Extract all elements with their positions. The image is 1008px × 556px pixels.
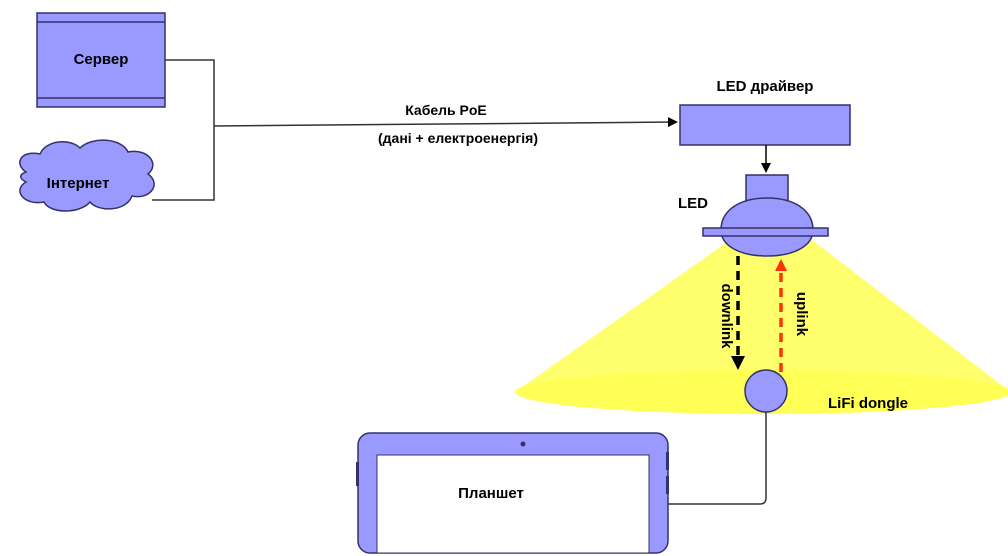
internet-label: Інтернет — [47, 175, 110, 192]
lifi-dongle-label: LiFi dongle — [828, 395, 908, 412]
led-label: LED — [678, 195, 708, 212]
server-node[interactable]: Сервер — [37, 13, 165, 107]
led-driver-label: LED драйвер — [717, 78, 814, 95]
poe-cable-arrow — [214, 122, 676, 126]
lifi-dongle-node[interactable] — [745, 370, 787, 412]
led-driver-node[interactable] — [680, 105, 850, 145]
cable-sublabel: (дані + електроенергія) — [378, 130, 538, 146]
downlink-label: downlink — [718, 284, 735, 350]
internet-node[interactable]: Інтернет — [20, 140, 154, 211]
dongle-tablet-wire — [664, 412, 766, 504]
tablet-label: Планшет — [458, 485, 524, 502]
uplink-label: uplink — [793, 292, 810, 337]
cable-label: Кабель PoE — [405, 102, 487, 118]
server-label: Сервер — [74, 51, 129, 68]
